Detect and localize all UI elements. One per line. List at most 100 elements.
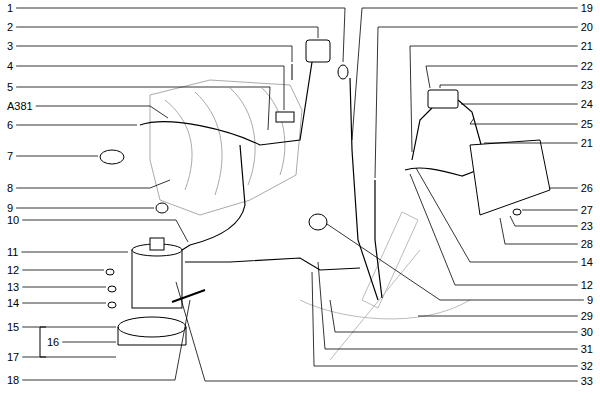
leader-line xyxy=(36,106,168,118)
leader-line xyxy=(22,287,106,288)
callout-number: 12 xyxy=(580,278,594,292)
part-outline xyxy=(362,212,418,308)
part-outline xyxy=(182,145,245,250)
leader-line xyxy=(410,174,578,285)
callout-number: 14 xyxy=(580,255,594,269)
callout-number: 32 xyxy=(580,359,594,373)
callout-number: 15 xyxy=(6,320,20,334)
callout-number: 24 xyxy=(580,97,594,111)
clamp-bracket xyxy=(118,327,186,345)
leader-line xyxy=(16,208,154,209)
washer xyxy=(106,269,114,275)
grommet xyxy=(309,214,327,230)
leader-line xyxy=(16,87,270,130)
canister xyxy=(132,250,182,308)
canister-clamp xyxy=(118,317,186,337)
callout-number: 8 xyxy=(6,181,14,195)
bolt xyxy=(172,290,205,302)
leader-line xyxy=(21,252,128,253)
callout-number: 21 xyxy=(580,136,594,150)
callout-number: 7 xyxy=(6,149,14,163)
part-outline xyxy=(165,100,192,190)
callout-number: 16 xyxy=(46,335,60,349)
valve-assembly xyxy=(428,90,458,108)
leader-line xyxy=(22,303,106,304)
leader-line xyxy=(470,118,578,124)
callout-number: 18 xyxy=(6,373,20,387)
callout-number: 21 xyxy=(580,39,594,53)
leader-line xyxy=(62,342,116,343)
hoses xyxy=(140,62,482,300)
leader-line xyxy=(16,27,318,38)
leader-line xyxy=(22,300,190,380)
leader-line xyxy=(461,104,578,105)
washer xyxy=(108,286,116,292)
leader-line xyxy=(16,156,98,157)
leader-line xyxy=(318,262,578,349)
grommet xyxy=(338,65,348,79)
leader-line xyxy=(22,357,116,358)
leader-line xyxy=(440,85,578,88)
components xyxy=(40,40,550,357)
leader-line xyxy=(312,272,578,366)
separator-box xyxy=(470,140,550,215)
purge-valve xyxy=(306,40,330,62)
leader-line xyxy=(16,46,292,62)
callout-number: 2 xyxy=(6,20,14,34)
callout-number: 23 xyxy=(580,219,594,233)
callout-number: 23 xyxy=(580,78,594,92)
washer xyxy=(108,302,116,308)
callout-number: 28 xyxy=(580,237,594,251)
callout-number: 22 xyxy=(580,59,594,73)
callout-number: 31 xyxy=(580,342,594,356)
callout-number: 19 xyxy=(580,1,594,15)
callout-number: 12 xyxy=(6,263,20,277)
leader-line xyxy=(16,180,170,188)
bolt xyxy=(292,64,293,80)
callout-number: 9 xyxy=(586,293,594,307)
part-outline xyxy=(262,88,285,175)
leader-line xyxy=(16,8,345,62)
callout-number: 25 xyxy=(580,117,594,131)
callout-number: 30 xyxy=(580,325,594,339)
part-outline xyxy=(150,80,302,215)
fuel-tank xyxy=(300,212,470,360)
washer xyxy=(513,209,521,215)
leader-line xyxy=(176,282,578,381)
leader-line xyxy=(22,220,188,242)
callout-number: 13 xyxy=(6,280,20,294)
leader-line xyxy=(522,210,578,211)
leader-line xyxy=(352,8,578,140)
grommet xyxy=(156,203,168,213)
leader-line xyxy=(500,218,578,244)
leader-line xyxy=(418,316,578,317)
part-outline xyxy=(185,258,360,270)
leader-line xyxy=(549,188,578,189)
clamp xyxy=(100,150,124,164)
callout-number: 5 xyxy=(6,80,14,94)
callout-number: 4 xyxy=(6,59,14,73)
part-outline xyxy=(412,108,432,160)
leader-line xyxy=(330,300,578,332)
leader-line xyxy=(16,66,284,110)
leader-line xyxy=(510,216,578,226)
callout-number: 26 xyxy=(580,181,594,195)
callout-number: 27 xyxy=(580,203,594,217)
callout-number: 20 xyxy=(580,20,594,34)
part-outline xyxy=(140,62,312,145)
part-outline xyxy=(195,92,222,195)
callout-number: 6 xyxy=(6,118,14,132)
part-outline xyxy=(405,168,478,176)
leader-line xyxy=(22,327,116,328)
callout-number: 1 xyxy=(6,1,14,15)
bracket-line xyxy=(40,327,41,357)
leader-line xyxy=(426,66,578,88)
canister-cap xyxy=(150,238,164,250)
callout-number: 10 xyxy=(6,213,20,227)
callout-number: 11 xyxy=(6,245,19,259)
part-outline xyxy=(375,180,382,298)
leader-line xyxy=(375,27,578,178)
callout-number: 14 xyxy=(6,296,20,310)
leader-line xyxy=(327,224,584,300)
